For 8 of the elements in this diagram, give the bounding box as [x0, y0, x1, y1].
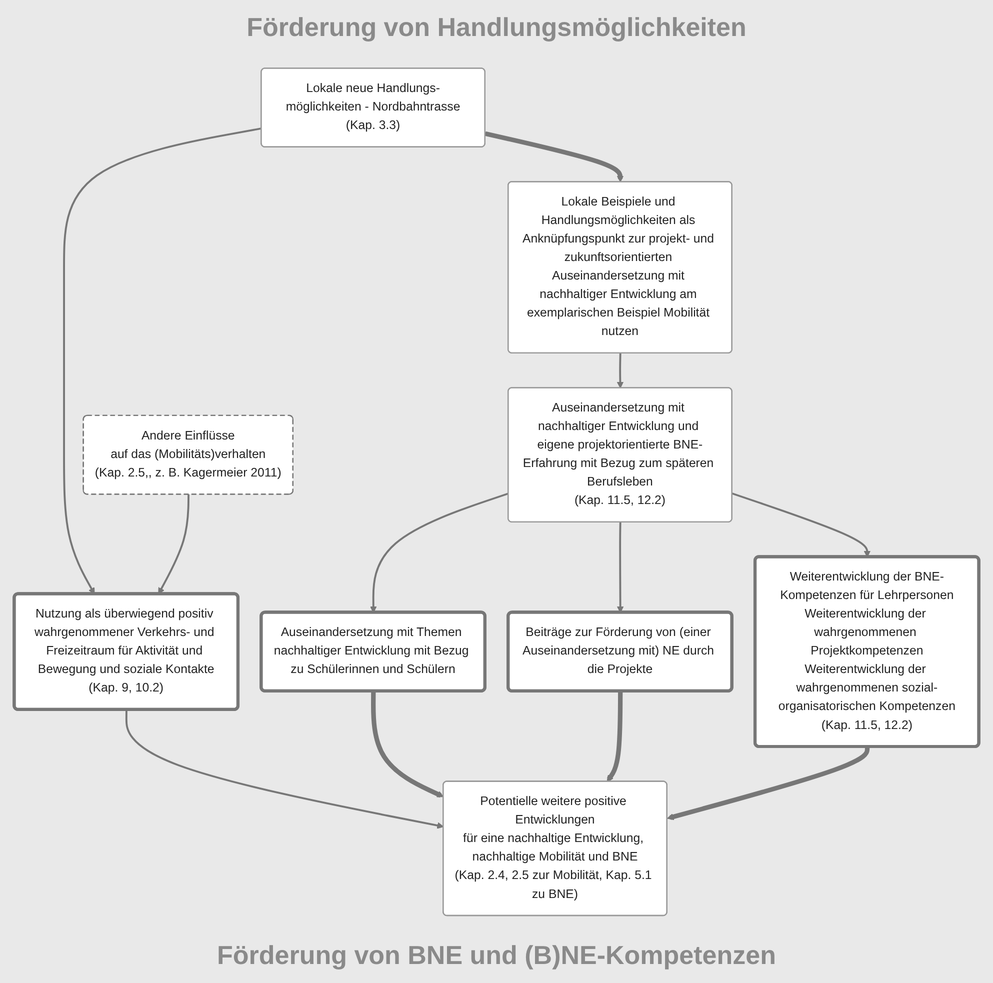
- arrow: [616, 352, 624, 388]
- arrow: [666, 746, 870, 820]
- arrow: [371, 690, 444, 798]
- arrow: [606, 690, 623, 782]
- section-heading: Förderung von Handlungsmöglichkeiten: [246, 12, 746, 43]
- arrow: [484, 131, 624, 182]
- arrow: [125, 710, 444, 828]
- section-heading: Förderung von BNE und (B)NE-Kompetenzen: [217, 940, 776, 971]
